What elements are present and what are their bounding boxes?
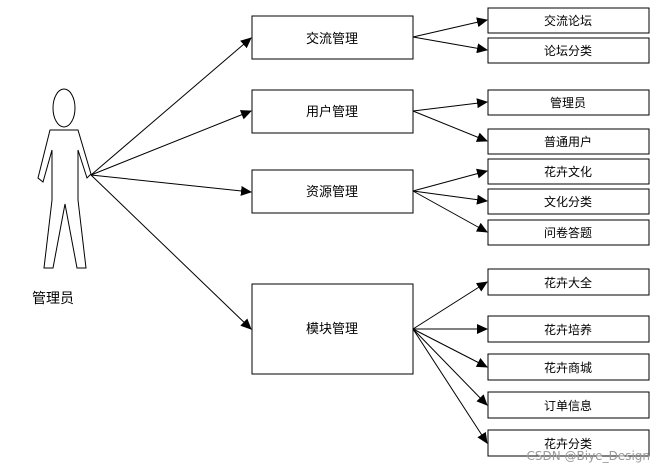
module-box-4: 模块管理 <box>251 283 414 375</box>
actor-to-module-3-arrow <box>90 174 252 196</box>
child-label: 问卷答题 <box>544 225 592 240</box>
child-label: 论坛分类 <box>544 44 592 58</box>
actor-connectors <box>90 37 252 330</box>
module-label: 模块管理 <box>306 322 358 337</box>
module-1-to-child-2-arrow <box>412 36 488 54</box>
child-label: 管理员 <box>550 95 586 110</box>
child-box: 论坛分类 <box>487 37 650 64</box>
module-connectors <box>412 17 488 444</box>
module-label: 交流管理 <box>306 31 358 47</box>
module-4-to-child-5-arrow <box>412 328 488 444</box>
module-box-3: 资源管理 <box>251 169 414 214</box>
module-box-2: 用户管理 <box>251 89 414 134</box>
child-label: 文化分类 <box>544 194 592 209</box>
child-box: 花卉文化 <box>487 158 650 185</box>
actor-figure <box>37 88 92 269</box>
child-label: 花卉培养 <box>544 322 592 337</box>
module-4-to-child-3-arrow <box>412 328 488 368</box>
module-3-to-child-2-arrow <box>412 190 488 205</box>
module-box-1: 交流管理 <box>251 15 414 60</box>
actor-body <box>37 129 92 269</box>
module-3-to-child-3-arrow <box>412 190 488 233</box>
module-2-to-child-2-arrow <box>412 110 488 142</box>
module-3-to-child-1-arrow <box>412 168 488 192</box>
child-label: 花卉商城 <box>544 360 592 375</box>
actor-to-module-2-arrow <box>90 110 252 176</box>
child-box: 花卉大全 <box>487 268 650 296</box>
child-box: 管理员 <box>487 89 650 116</box>
module-1-to-child-1-arrow <box>412 17 488 38</box>
child-box: 花卉分类 <box>487 429 650 457</box>
child-box: 普通用户 <box>487 128 650 155</box>
child-label: 花卉分类 <box>544 436 592 451</box>
actor-to-module-4-arrow <box>90 174 252 330</box>
child-box: 订单信息 <box>487 391 650 419</box>
child-label: 普通用户 <box>544 134 592 149</box>
actor-to-module-1-arrow <box>90 37 252 176</box>
child-box: 文化分类 <box>487 188 650 215</box>
module-2-to-child-1-arrow <box>412 98 488 112</box>
child-label: 交流论坛 <box>544 13 592 28</box>
child-label: 花卉文化 <box>544 164 592 179</box>
watermark: CSDN @Biye_Design <box>526 449 650 463</box>
actor-label: 管理员 <box>32 291 74 307</box>
child-box: 花卉培养 <box>487 315 650 343</box>
child-box: 问卷答题 <box>487 219 650 246</box>
child-label: 花卉大全 <box>544 275 592 290</box>
module-4-to-child-4-arrow <box>412 328 488 406</box>
module-4-to-child-1-arrow <box>412 281 488 330</box>
module-label: 用户管理 <box>306 104 358 120</box>
actor-head <box>52 88 76 128</box>
child-box: 交流论坛 <box>487 7 650 34</box>
child-box: 花卉商城 <box>487 353 650 381</box>
child-label: 订单信息 <box>544 398 592 413</box>
module-label: 资源管理 <box>306 185 358 200</box>
